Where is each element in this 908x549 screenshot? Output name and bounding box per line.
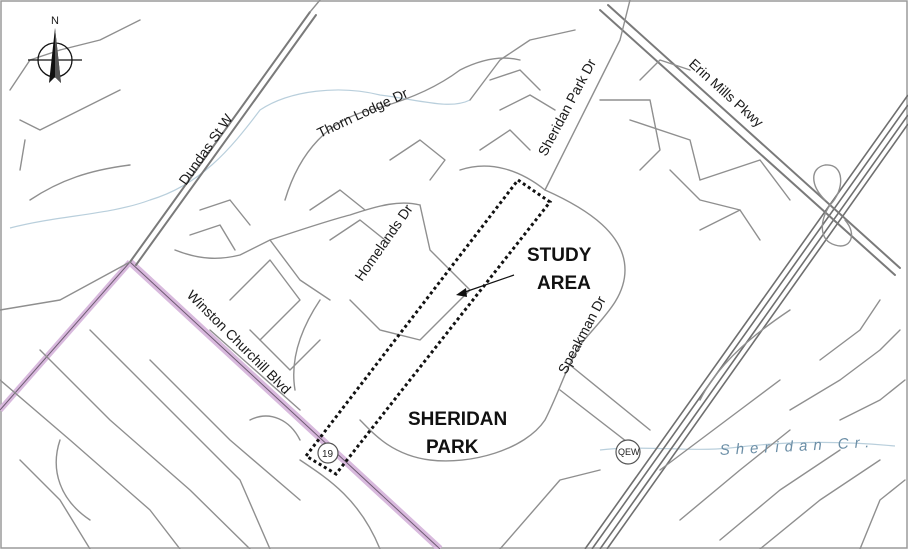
winston-churchill-highlight (0, 259, 443, 549)
dundas-road (129, 0, 321, 266)
north-label: N (51, 15, 59, 27)
regional-road-number: 19 (322, 449, 334, 460)
park-label-line2: PARK (426, 437, 479, 458)
study-area-arrow (456, 274, 515, 297)
qew-highway (584, 94, 908, 549)
qew-shield-label: QEW (618, 447, 640, 457)
erin-mills-road (599, 4, 901, 276)
creek-lines (9, 89, 896, 451)
north-arrow-icon: N (28, 15, 82, 83)
regional-road-shield: 19 (317, 442, 339, 464)
study-area-label-line2: AREA (537, 273, 591, 294)
qew-shield: QEW (615, 439, 641, 465)
study-area-label-line1: STUDY (527, 245, 592, 266)
park-label-line1: SHERIDAN (408, 409, 507, 430)
study-area-boundary (303, 177, 553, 476)
